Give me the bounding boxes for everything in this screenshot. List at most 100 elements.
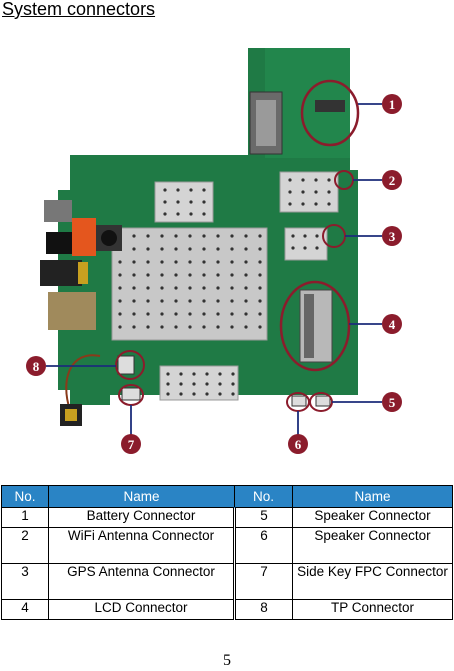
shield-dot	[202, 299, 206, 303]
shield-dot	[166, 372, 170, 376]
callout-ring-4	[279, 280, 351, 372]
shield-dot	[118, 325, 122, 329]
row-no-2: 6	[234, 527, 293, 564]
shield-dot	[166, 382, 170, 386]
shield-dot	[132, 286, 136, 290]
shield-dot	[258, 247, 262, 251]
svg-text:6: 6	[295, 437, 302, 452]
shield-dot	[258, 312, 262, 316]
callout-badge-3: 3	[382, 226, 402, 246]
row-name-2: Speaker Connector	[292, 507, 453, 528]
shield-dot	[230, 234, 234, 238]
shield-bottom	[159, 365, 239, 401]
header-no-1: No.	[1, 485, 49, 508]
shield-dot	[327, 190, 331, 194]
shield-dot	[160, 273, 164, 277]
callout-badge-5: 5	[382, 392, 402, 412]
connector-table: No. Name No. Name 1 Battery Connector 5 …	[1, 485, 453, 620]
board-diagram: 1 2 3 4 5 6 7 8	[26, 48, 402, 454]
shield-dot	[188, 273, 192, 277]
shield-dot	[202, 234, 206, 238]
shield-dot	[202, 273, 206, 277]
shield-dot	[205, 372, 209, 376]
page-number: 5	[223, 652, 231, 669]
header-name-2: Name	[292, 485, 453, 508]
shield-dot	[160, 234, 164, 238]
row-no-2: 8	[234, 599, 293, 620]
shield-dot	[174, 312, 178, 316]
svg-text:1: 1	[389, 97, 396, 112]
shield-dot	[163, 188, 167, 192]
battery-connector	[315, 100, 345, 112]
row-name-1: LCD Connector	[48, 599, 236, 620]
shield-dot	[188, 260, 192, 264]
callout-badge-7: 7	[121, 434, 141, 454]
shield-dot	[288, 178, 292, 182]
shield-dot	[230, 286, 234, 290]
shield-dot	[174, 286, 178, 290]
shield-dot	[327, 178, 331, 182]
shield-dot	[163, 212, 167, 216]
audio-jack	[40, 260, 82, 286]
shield-dot	[202, 260, 206, 264]
shield-dot	[146, 273, 150, 277]
shield-dot	[132, 273, 136, 277]
shield-dot	[174, 260, 178, 264]
callout-badge-2: 2	[382, 170, 402, 190]
shield-dot	[160, 299, 164, 303]
shield-dot	[188, 234, 192, 238]
shield-dot	[291, 234, 295, 238]
shield-dot	[202, 188, 206, 192]
shield-dot	[163, 200, 167, 204]
shield-dot	[202, 286, 206, 290]
shield-dot	[160, 312, 164, 316]
shield-dot	[244, 312, 248, 316]
row-no-1: 3	[1, 563, 49, 600]
shield-dot	[166, 392, 170, 396]
shield-dot	[244, 325, 248, 329]
table-row: 2 WiFi Antenna Connector 6 Speaker Conne…	[1, 527, 453, 564]
shield-dot	[301, 190, 305, 194]
tp-connector	[117, 355, 135, 375]
shield-dot	[202, 312, 206, 316]
svg-text:4: 4	[389, 317, 396, 332]
row-no-1: 4	[1, 599, 49, 620]
shield-dot	[192, 372, 196, 376]
shield-dot	[118, 273, 122, 277]
shield-dot	[146, 260, 150, 264]
shield-dot	[160, 247, 164, 251]
side-key-connector	[121, 387, 141, 401]
table-row: 4 LCD Connector 8 TP Connector	[1, 599, 453, 620]
row-no-1: 1	[1, 507, 49, 528]
shield-dot	[188, 286, 192, 290]
shield-dot	[216, 247, 220, 251]
shield-dot	[174, 247, 178, 251]
row-name-2: TP Connector	[292, 599, 453, 620]
shield-dot	[230, 247, 234, 251]
shield-dot	[160, 260, 164, 264]
shield-dot	[218, 382, 222, 386]
shield-dot	[132, 234, 136, 238]
shield-dot	[216, 325, 220, 329]
svg-text:7: 7	[128, 437, 135, 452]
shield-dot	[230, 260, 234, 264]
table-row: 1 Battery Connector 5 Speaker Connector	[1, 507, 453, 528]
shield-dot	[244, 260, 248, 264]
sim-slot	[44, 200, 72, 222]
callout-badge-1: 1	[382, 94, 402, 114]
shield-dot	[146, 247, 150, 251]
row-name-2: Side Key FPC Connector	[292, 563, 453, 600]
svg-text:2: 2	[389, 173, 396, 188]
section-heading: System connectors	[2, 0, 156, 19]
shield-dot	[179, 372, 183, 376]
shield-dot	[291, 246, 295, 250]
shield-dot	[188, 299, 192, 303]
shield-dot	[189, 212, 193, 216]
shield-dot	[205, 392, 209, 396]
shield-dot	[118, 299, 122, 303]
shield-dot	[174, 325, 178, 329]
shield-dot	[132, 247, 136, 251]
shield-dot	[327, 202, 331, 206]
shield-dot	[179, 392, 183, 396]
svg-text:3: 3	[389, 229, 396, 244]
